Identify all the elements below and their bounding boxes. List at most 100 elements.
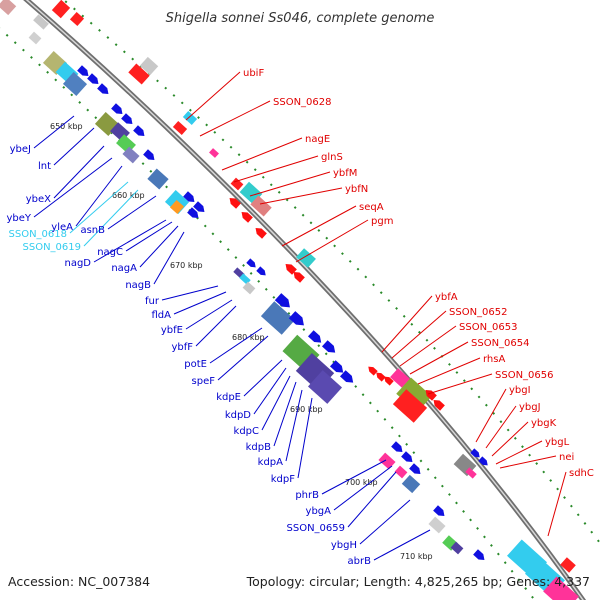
gene-labels: ubiFSSON_0628nagEglnSybfMybfNseqApgmybfA… [6,68,593,567]
label-leader [417,357,481,385]
gene-arrow [183,191,195,203]
gene-block [378,452,396,470]
gene-block [260,301,296,335]
label-leader [253,367,287,415]
gene-arrow [241,211,253,223]
gene-arrow [133,125,145,137]
gene-block [543,576,579,600]
label-leaders [33,71,567,561]
gene-arrow [368,366,378,376]
kbp-tick-label: 660 kbp [112,191,145,200]
gene-block [139,56,159,76]
label-leader [161,285,219,301]
gene-block [122,146,140,164]
label-leader [485,405,517,449]
gene-label: potE [184,359,207,370]
label-leader [475,388,507,443]
gene-label: SSON_0618 [9,229,68,240]
gene-block [0,0,17,16]
gene-arrow [425,389,437,401]
label-leader [427,373,493,395]
label-leader [499,455,557,469]
gene-label: fldA [152,310,172,321]
label-leader [281,205,357,247]
gene-label: SSON_0656 [495,370,554,381]
gene-block [296,248,316,268]
gene-arrow [255,227,267,239]
kbp-tick-label: 700 kbp [345,478,378,487]
gene-label: ybeX [26,194,51,205]
gene-label: phrB [295,490,319,501]
label-leader [273,381,297,447]
gene-label: ybfF [171,342,193,353]
gene-label: pgm [371,216,393,227]
label-leader [185,71,241,121]
gene-block [307,370,343,404]
label-leader [83,189,139,247]
label-leader [53,145,105,199]
gene-label: SSON_0653 [459,322,518,333]
label-leader [491,421,529,457]
gene-block [147,168,169,190]
gene-arrow [384,376,394,386]
gene-label: nagA [111,263,137,274]
gene-block [392,389,428,423]
gene-block [250,195,272,217]
gene-arrow [77,65,89,77]
label-leader [297,397,313,479]
gene-arrow [121,113,133,125]
gene-block [209,148,219,158]
kbp-tick-label: 670 kbp [170,261,203,270]
gene-block [33,14,49,30]
gene-arrow [193,201,205,213]
label-leader [243,359,283,397]
gene-label: abrB [348,556,372,567]
gene-block [239,273,251,285]
label-leader [399,325,457,367]
genome-backbone [23,0,587,600]
gene-block [28,31,42,45]
gene-block [230,177,244,191]
gene-block [396,377,432,413]
label-leader [221,137,303,171]
gene-label: rhsA [483,354,505,365]
label-leader [195,305,237,347]
label-leader [547,471,567,537]
label-leader [93,219,167,263]
gene-label: fur [145,296,160,307]
gene-arrow [274,293,290,308]
label-leader [249,171,331,197]
gene-label: kdpB [246,442,271,453]
gene-arrow [401,451,413,463]
gene-block [128,63,150,85]
label-leader [217,335,269,381]
accession-text: Accession: NC_007384 [8,574,150,589]
gene-block [69,11,85,27]
gene-arrow [329,360,344,373]
label-leader [33,115,75,149]
gene-label: ybfE [161,325,183,336]
gene-arrow [285,263,297,275]
label-leader [391,310,447,359]
gene-arrow [293,271,305,283]
label-leader [333,465,393,511]
gene-label: ybeJ [10,144,31,155]
kbp-tick-label: 690 kbp [290,405,323,414]
gene-label: SSON_0659 [287,523,346,534]
gene-block [62,72,88,96]
gene-label: ybfA [435,292,458,303]
label-leader [153,231,185,285]
label-leader [495,440,543,465]
gene-label: asnB [80,225,105,236]
gene-arrow [111,103,123,115]
gene-block [465,467,477,479]
gene-arrow [321,340,336,353]
gene-label: ybgL [545,437,570,448]
gene-label: ybgA [306,506,332,517]
gene-arrow [229,197,241,209]
kbp-tick-label: 650 kbp [50,122,83,131]
gene-arrow [433,505,445,517]
label-leader [373,529,431,561]
label-leader [139,225,179,268]
